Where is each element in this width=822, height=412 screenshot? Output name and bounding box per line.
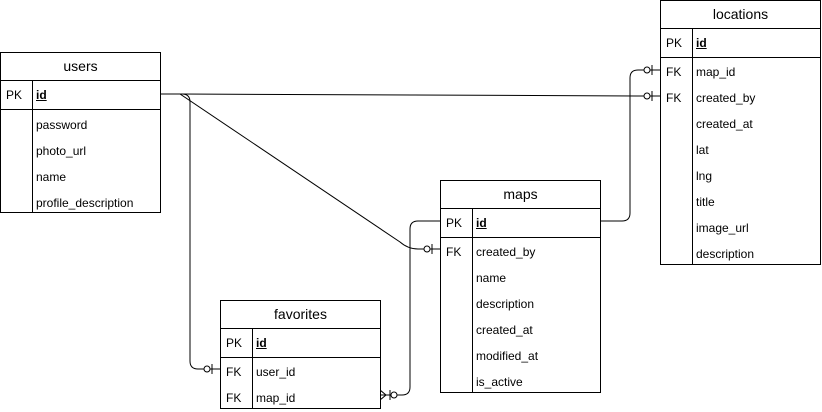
field-row: image_url xyxy=(661,215,820,241)
field-row: description xyxy=(441,291,600,317)
key-label: FK xyxy=(666,91,682,105)
field-row: created_at xyxy=(661,111,820,137)
key-label: FK xyxy=(226,391,242,405)
field-row: lng xyxy=(661,163,820,189)
field-name: created_at xyxy=(696,117,753,131)
field-row: modified_at xyxy=(441,343,600,369)
field-name: map_id xyxy=(256,391,296,405)
field-row: is_active xyxy=(441,369,600,395)
key-label xyxy=(441,291,473,317)
field-row: FK created_by xyxy=(661,85,820,111)
field-name: image_url xyxy=(696,221,749,235)
key-label xyxy=(661,137,693,163)
field-name: is_active xyxy=(476,375,523,389)
crowfoot-circle xyxy=(643,66,651,74)
field-name: lat xyxy=(696,143,709,157)
field-name: id xyxy=(256,336,267,350)
field-name: id xyxy=(476,216,487,230)
table-maps[interactable]: maps PK id FK created_by name descriptio… xyxy=(440,180,601,393)
table-title: favorites xyxy=(221,301,380,329)
key-label xyxy=(441,265,473,291)
field-row: title xyxy=(661,189,820,215)
key-label xyxy=(661,111,693,137)
field-name: created_by xyxy=(476,245,536,259)
field-row: FK created_by xyxy=(441,239,600,265)
key-label: FK xyxy=(666,65,682,79)
pk-row: PK id xyxy=(221,329,380,358)
key-label: PK xyxy=(6,88,23,102)
key-label xyxy=(1,112,33,138)
key-label: PK xyxy=(666,36,683,50)
column-divider xyxy=(692,29,693,264)
crowfoot-circle xyxy=(643,92,651,100)
key-label xyxy=(441,343,473,369)
pk-row: PK id xyxy=(441,209,600,238)
table-title: locations xyxy=(661,1,820,29)
crowfoot-circle xyxy=(390,391,398,399)
field-name: name xyxy=(476,271,507,285)
field-row: lat xyxy=(661,137,820,163)
key-label xyxy=(661,241,693,267)
field-row: description xyxy=(661,241,820,267)
field-row: FK map_id xyxy=(661,59,820,85)
pk-row: PK id xyxy=(661,29,820,58)
relation-maps-favorites-map-id xyxy=(380,220,440,396)
table-title: users xyxy=(1,53,160,81)
field-name: modified_at xyxy=(476,349,539,363)
field-name: password xyxy=(36,118,88,132)
relation-users-locations-created-by xyxy=(160,93,660,97)
field-name: created_at xyxy=(476,323,533,337)
field-name: description xyxy=(696,247,755,261)
key-label xyxy=(441,317,473,343)
table-favorites[interactable]: favorites PK id FK user_id FK map_id xyxy=(220,300,381,409)
key-label xyxy=(661,189,693,215)
field-row: photo_url xyxy=(1,138,160,164)
field-name: name xyxy=(36,170,67,184)
field-row: FK user_id xyxy=(221,359,380,385)
column-divider xyxy=(252,329,253,408)
key-label: PK xyxy=(226,336,243,350)
relation-maps-locations-map-id xyxy=(600,69,660,222)
key-label: FK xyxy=(226,365,242,379)
crowfoot-circle xyxy=(203,365,211,373)
crowfoot-circle xyxy=(423,245,431,253)
field-row: FK map_id xyxy=(221,385,380,411)
key-label: PK xyxy=(446,216,463,230)
pk-row: PK id xyxy=(1,81,160,110)
field-name: lng xyxy=(696,169,713,183)
field-name: created_by xyxy=(696,91,756,105)
key-label: FK xyxy=(446,245,462,259)
column-divider xyxy=(472,209,473,392)
field-row: password xyxy=(1,112,160,138)
field-name: description xyxy=(476,297,535,311)
column-divider xyxy=(32,81,33,212)
key-label xyxy=(1,138,33,164)
field-row: name xyxy=(441,265,600,291)
key-label xyxy=(1,164,33,190)
field-name: id xyxy=(696,36,707,50)
relation-users-favorites-user-id xyxy=(160,93,220,370)
table-title: maps xyxy=(441,181,600,209)
field-row: name xyxy=(1,164,160,190)
relation-users-maps-created-by xyxy=(160,93,440,250)
field-name: profile_description xyxy=(36,196,134,210)
field-name: photo_url xyxy=(36,144,87,158)
key-label xyxy=(661,215,693,241)
key-label xyxy=(1,190,33,216)
field-name: user_id xyxy=(256,365,296,379)
table-users[interactable]: users PK id password photo_url name prof… xyxy=(0,52,161,213)
table-locations[interactable]: locations PK id FK map_id FK created_by … xyxy=(660,0,821,265)
field-name: map_id xyxy=(696,65,736,79)
field-name: id xyxy=(36,88,47,102)
field-name: title xyxy=(696,195,715,209)
field-row: created_at xyxy=(441,317,600,343)
crowfoot-many xyxy=(379,389,387,401)
key-label xyxy=(661,163,693,189)
key-label xyxy=(441,369,473,395)
field-row: profile_description xyxy=(1,190,160,216)
